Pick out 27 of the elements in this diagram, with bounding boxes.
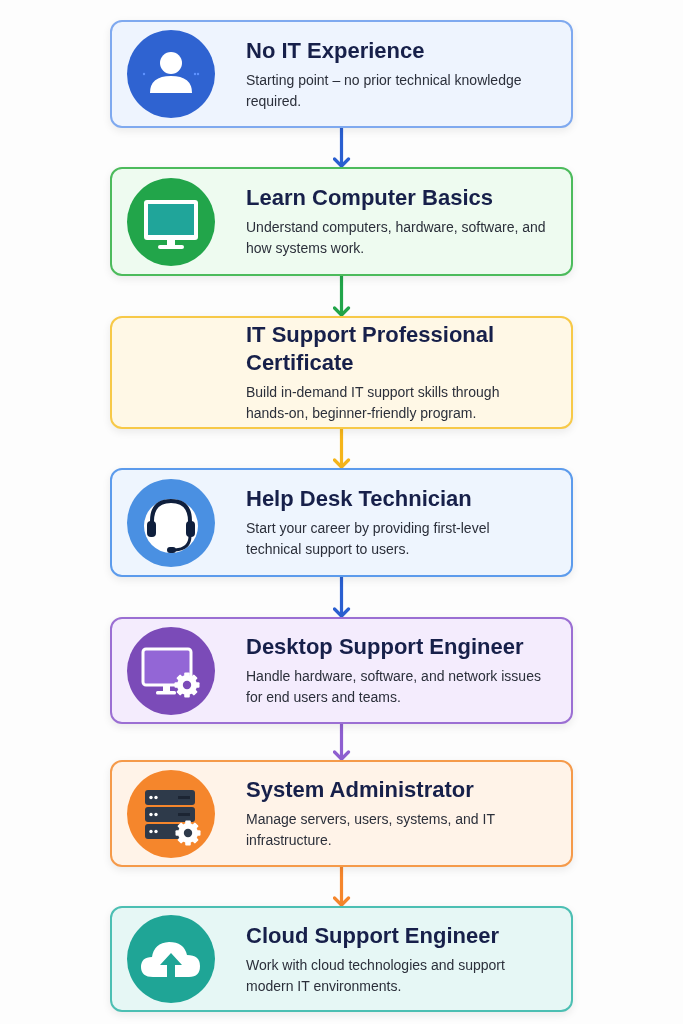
arrow <box>332 724 351 761</box>
step-title: Desktop Support Engineer <box>246 633 525 661</box>
step-title: System Administrator <box>246 776 475 804</box>
step-title: Cloud Support Engineer <box>246 921 500 950</box>
step-description: Handle hardware, software, and network issues for end users and teams. <box>246 667 542 707</box>
step-description: Understand computers, hardware, software, and how systems work. <box>246 218 546 258</box>
step-description: Manage servers, users, systems, and IT infrastructure. <box>246 810 496 850</box>
step-card <box>110 167 573 276</box>
step-card <box>110 906 573 1012</box>
step-description: Build in-demand IT support skills through hands-on, beginner-friendly program. <box>246 383 501 423</box>
step-card <box>110 468 573 577</box>
step-title: No IT Experience <box>246 36 426 65</box>
arrow <box>332 429 351 469</box>
step-description: Work with cloud technologies and support modern IT environments. <box>246 955 506 996</box>
step-card <box>110 760 573 867</box>
arrow <box>332 128 351 168</box>
arrow <box>332 577 351 618</box>
step-description: Start your career by providing first-level technical support to users. <box>246 519 491 559</box>
step-description: Starting point – no prior technical knowledge required. <box>246 70 523 111</box>
arrow <box>332 276 351 317</box>
step-card <box>110 617 573 724</box>
step-card <box>110 20 573 128</box>
step-title: Learn Computer Basics <box>246 184 494 212</box>
step-title: Help Desk Technician <box>246 485 473 513</box>
arrow <box>332 867 351 907</box>
step-title: IT Support Professional Certificate <box>246 321 496 377</box>
step-card <box>110 316 573 429</box>
